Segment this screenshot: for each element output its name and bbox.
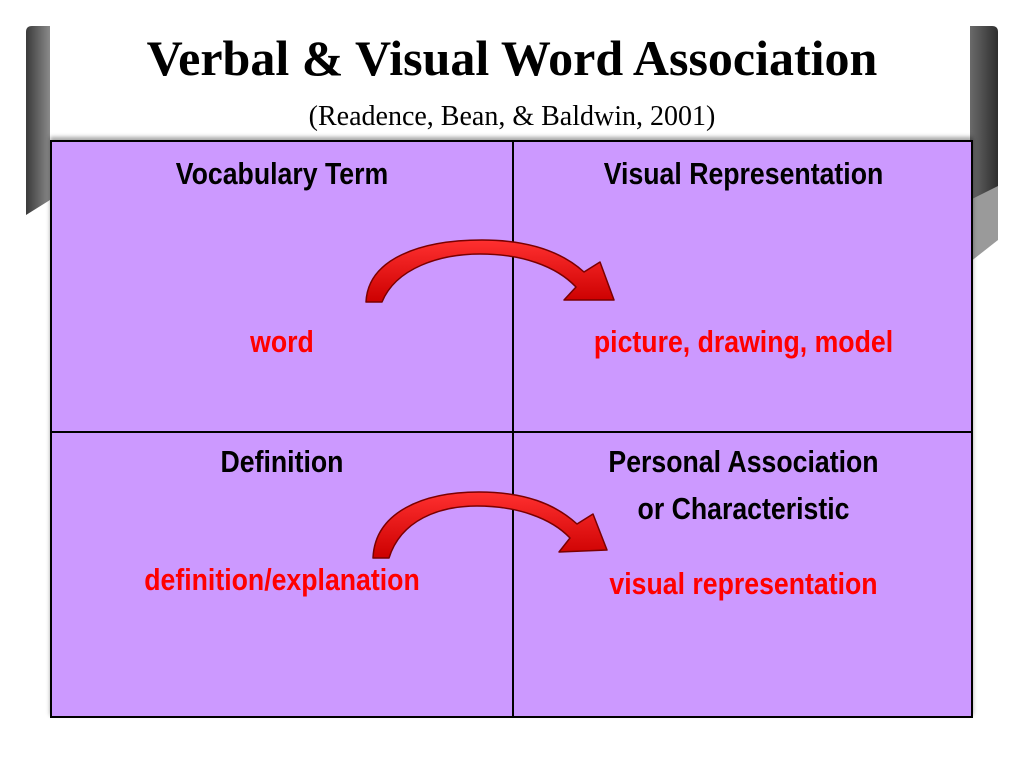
definition-label: Definition (220, 444, 344, 479)
curved-arrow-icon (365, 239, 615, 303)
picture-drawing-model-value: picture, drawing, model (593, 324, 894, 359)
grid-vertical-divider (512, 142, 514, 716)
association-grid: Vocabulary Term word Visual Representati… (50, 140, 973, 718)
right-decoration (970, 26, 998, 262)
vocabulary-term-label: Vocabulary Term (175, 156, 389, 191)
grid-horizontal-divider (52, 431, 971, 433)
curved-arrow-icon (372, 491, 608, 559)
visual-representation-value: visual representation (609, 566, 878, 601)
personal-association-label: Personal Association (608, 444, 879, 479)
slide-subtitle: (Readence, Bean, & Baldwin, 2001) (308, 101, 716, 132)
left-decoration (26, 26, 50, 215)
definition-explanation-value: definition/explanation (144, 562, 420, 597)
or-characteristic-label: or Characteristic (637, 491, 850, 526)
visual-representation-label: Visual Representation (603, 156, 884, 191)
word-value: word (250, 324, 314, 359)
slide-title: Verbal & Visual Word Association (146, 30, 878, 86)
